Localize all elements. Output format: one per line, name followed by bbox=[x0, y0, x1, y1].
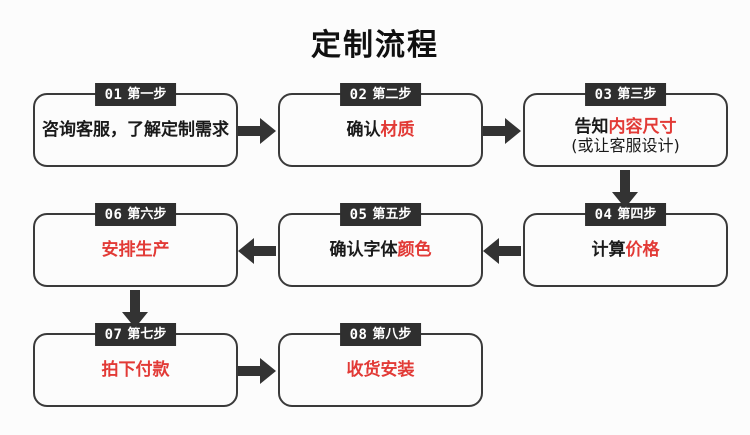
step-tag-04: 04 第四步 bbox=[585, 204, 666, 225]
highlight-text: 安排生产 bbox=[101, 239, 170, 260]
arrow-step4-to-step5 bbox=[483, 238, 521, 264]
plain-text: 确认 bbox=[346, 119, 381, 140]
page-title: 定制流程 bbox=[311, 28, 439, 63]
step-tag-05: 05 第五步 bbox=[340, 204, 421, 225]
plain-text: 计算 bbox=[591, 239, 626, 260]
step-label: 第四步 bbox=[617, 207, 657, 222]
step-text-03-line1: 告知内容尺寸 bbox=[575, 117, 677, 137]
step-text-03-line2: (或让客服设计) bbox=[571, 135, 680, 156]
step-label: 第六步 bbox=[127, 207, 167, 222]
highlight-text: 颜色 bbox=[397, 239, 432, 260]
plain-text: 告知 bbox=[574, 116, 609, 137]
plain-text: 咨询客服，了解定制需求 bbox=[42, 119, 229, 140]
step-tag-08: 08 第八步 bbox=[340, 324, 421, 345]
step-tag-03: 03 第三步 bbox=[585, 84, 666, 105]
step-box-01: 咨询客服，了解定制需求 01 第一步 bbox=[33, 84, 238, 167]
step-label: 第七步 bbox=[127, 327, 167, 342]
highlight-text: 价格 bbox=[625, 239, 660, 260]
arrow-step3-to-step4 bbox=[612, 170, 638, 208]
step-text-07-line1: 拍下付款 bbox=[102, 360, 170, 380]
step-body-07: 拍下付款 bbox=[35, 335, 236, 405]
step-tag-01: 01 第一步 bbox=[95, 84, 176, 105]
step-label: 第八步 bbox=[372, 327, 412, 342]
highlight-text: 收货安装 bbox=[346, 359, 415, 380]
arrow-step1-to-step2 bbox=[238, 118, 276, 144]
arrow-step2-to-step3 bbox=[483, 118, 521, 144]
step-text-06-line1: 安排生产 bbox=[102, 240, 170, 260]
step-label: 第三步 bbox=[617, 87, 657, 102]
step-tag-07: 07 第七步 bbox=[95, 324, 176, 345]
step-body-04: 计算价格 bbox=[525, 215, 726, 285]
step-label: 第二步 bbox=[372, 87, 412, 102]
plain-text: 确认字体 bbox=[329, 239, 398, 260]
step-box-05: 确认字体颜色 05 第五步 bbox=[278, 204, 483, 287]
step-number: 04 bbox=[594, 206, 613, 223]
step-number: 07 bbox=[104, 326, 123, 343]
step-box-08: 收货安装 08 第八步 bbox=[278, 324, 483, 407]
step-box-03: 告知内容尺寸(或让客服设计) 03 第三步 bbox=[523, 84, 728, 167]
highlight-text: 内容尺寸 bbox=[608, 116, 677, 137]
step-label: 第一步 bbox=[127, 87, 167, 102]
step-label: 第五步 bbox=[372, 207, 412, 222]
highlight-text: 拍下付款 bbox=[101, 359, 170, 380]
plain-text: (或让客服设计) bbox=[571, 135, 680, 155]
step-tag-02: 02 第二步 bbox=[340, 84, 421, 105]
step-tag-06: 06 第六步 bbox=[95, 204, 176, 225]
step-number: 05 bbox=[349, 206, 368, 223]
step-body-01: 咨询客服，了解定制需求 bbox=[35, 95, 236, 165]
step-number: 08 bbox=[349, 326, 368, 343]
step-body-05: 确认字体颜色 bbox=[280, 215, 481, 285]
highlight-text: 材质 bbox=[380, 119, 415, 140]
arrow-step6-to-step7 bbox=[122, 290, 148, 328]
step-body-08: 收货安装 bbox=[280, 335, 481, 405]
step-text-05-line1: 确认字体颜色 bbox=[330, 240, 432, 260]
arrow-step5-to-step6 bbox=[238, 238, 276, 264]
step-body-06: 安排生产 bbox=[35, 215, 236, 285]
step-body-03: 告知内容尺寸(或让客服设计) bbox=[525, 95, 726, 171]
step-text-08-line1: 收货安装 bbox=[347, 360, 415, 380]
step-text-01-line1: 咨询客服，了解定制需求 bbox=[42, 120, 229, 140]
step-number: 01 bbox=[104, 86, 123, 103]
arrow-step7-to-step8 bbox=[238, 358, 276, 384]
step-body-02: 确认材质 bbox=[280, 95, 481, 165]
step-text-04-line1: 计算价格 bbox=[592, 240, 660, 260]
step-text-02-line1: 确认材质 bbox=[347, 120, 415, 140]
step-box-04: 计算价格 04 第四步 bbox=[523, 204, 728, 287]
step-box-06: 安排生产 06 第六步 bbox=[33, 204, 238, 287]
step-number: 02 bbox=[349, 86, 368, 103]
step-number: 06 bbox=[104, 206, 123, 223]
step-box-07: 拍下付款 07 第七步 bbox=[33, 324, 238, 407]
step-box-02: 确认材质 02 第二步 bbox=[278, 84, 483, 167]
step-number: 03 bbox=[594, 86, 613, 103]
